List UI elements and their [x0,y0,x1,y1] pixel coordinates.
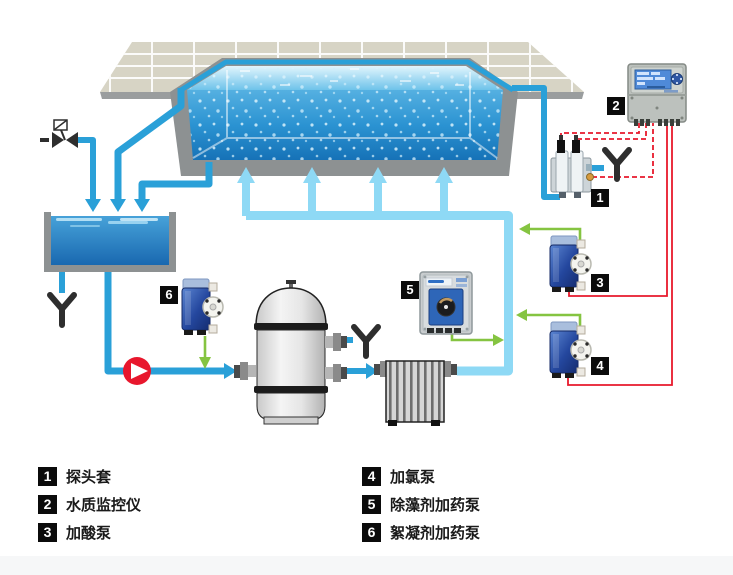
legend-num: 3 [38,523,57,542]
legend-label: 除藻剂加药泵 [390,497,481,514]
y-strainer-icon [351,324,381,359]
legend-item: 3 加酸泵 [38,522,111,543]
legend-item: 5 除藻剂加药泵 [362,494,480,515]
algaecide-dosing-pump [419,271,473,335]
balance-tank [44,212,176,272]
legend-num: 5 [362,495,381,514]
legend-num: 6 [362,523,381,542]
legend-label: 水质监控仪 [66,497,142,514]
marker-3: 3 [591,274,609,292]
flocculant-dosing-pump [181,278,224,336]
pool-overflow-rim [179,59,515,93]
legend-label: 探头套 [66,469,112,486]
y-strainer-icon [47,292,77,328]
chlorine-dosing-pump [549,321,592,379]
heat-exchanger [374,360,457,426]
legend-num: 4 [362,467,381,486]
return-line [237,167,513,376]
filter-vessel [234,280,347,425]
legend-label: 絮凝剂加药泵 [390,525,481,542]
marker-4: 4 [591,357,609,375]
legend-num: 1 [38,467,57,486]
y-strainer-icon [602,147,632,182]
legend-item: 2 水质监控仪 [38,494,141,515]
marker-5: 5 [401,281,419,299]
marker-1: 1 [591,189,609,207]
process-pipes [59,85,604,379]
page-edge [0,556,733,575]
legend-item: 6 絮凝剂加药泵 [362,522,480,543]
fill-valve-icon [40,119,78,148]
legend-item: 4 加氯泵 [362,466,435,487]
acid-dosing-pump [549,235,592,293]
water-quality-controller [627,63,687,126]
legend-label: 加酸泵 [66,525,112,542]
circulation-pump-icon [123,357,151,385]
legend-label: 加氯泵 [390,469,436,486]
legend-num: 2 [38,495,57,514]
marker-2: 2 [607,97,625,115]
probe-holder [550,135,594,198]
swimming-pool [170,58,518,176]
dosing-lines [199,223,582,369]
legend-item: 1 探头套 [38,466,111,487]
marker-6: 6 [160,286,178,304]
